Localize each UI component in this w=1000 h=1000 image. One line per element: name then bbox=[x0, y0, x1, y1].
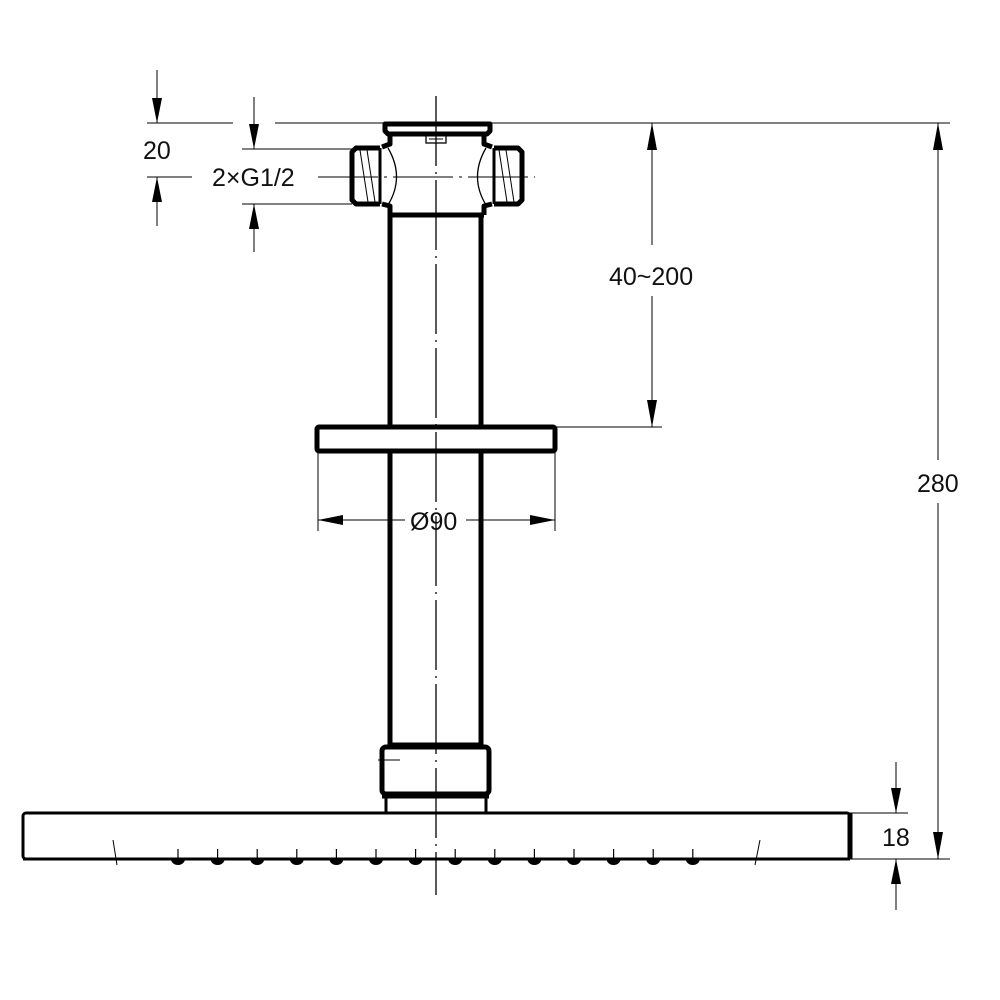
shower-head-plate bbox=[21, 811, 853, 866]
nozzle bbox=[210, 859, 225, 865]
nozzle bbox=[289, 859, 304, 865]
dimension-arm-length: 40~200 bbox=[490, 122, 950, 428]
nozzle bbox=[329, 859, 344, 865]
ceiling-connector-body bbox=[381, 121, 493, 218]
dim-label-total-height: 280 bbox=[917, 470, 959, 498]
nozzle bbox=[487, 859, 502, 865]
set-screw bbox=[425, 134, 447, 144]
dimension-total-height: 280 bbox=[850, 123, 959, 860]
nozzle bbox=[448, 859, 463, 865]
nozzle bbox=[567, 859, 581, 865]
nozzle bbox=[606, 859, 621, 865]
nozzle bbox=[408, 859, 423, 865]
nozzle bbox=[369, 859, 383, 865]
dim-label-inlet-thread: 2×G1/2 bbox=[212, 164, 295, 192]
dim-label-inlet-height: 20 bbox=[143, 137, 171, 165]
cover-flange bbox=[314, 424, 558, 454]
dimension-inlet-thread: 2×G1/2 bbox=[212, 97, 352, 252]
nozzle-row bbox=[171, 849, 700, 865]
nozzle bbox=[171, 859, 185, 865]
dim-label-flange-diameter: Ø90 bbox=[410, 508, 457, 536]
threaded-inlet-right bbox=[492, 145, 525, 207]
dimension-flange-diameter: Ø90 bbox=[317, 452, 556, 536]
dim-label-head-thickness: 18 bbox=[882, 824, 910, 852]
nozzle bbox=[250, 859, 265, 865]
nozzle bbox=[685, 859, 700, 865]
dim-label-arm-length: 40~200 bbox=[609, 263, 693, 291]
dimension-head-thickness: 18 bbox=[850, 762, 910, 910]
nozzle bbox=[646, 859, 661, 865]
dimension-inlet-height: 20 bbox=[143, 70, 385, 226]
head-connector-nut bbox=[378, 742, 492, 812]
threaded-inlet-left bbox=[349, 145, 382, 207]
nozzle bbox=[527, 859, 542, 865]
arm-tube bbox=[387, 215, 484, 745]
